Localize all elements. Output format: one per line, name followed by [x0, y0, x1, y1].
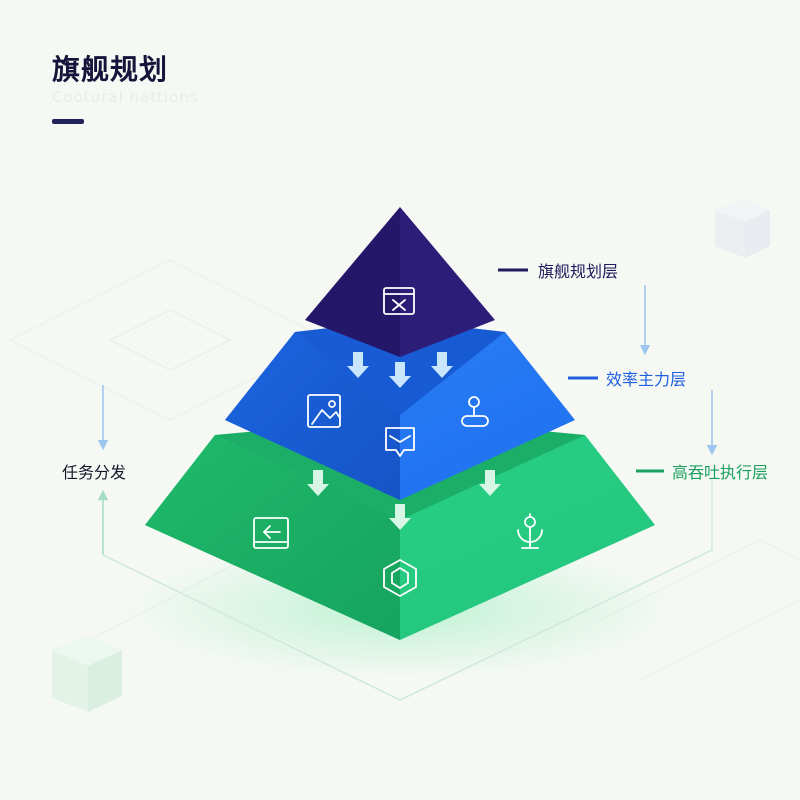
arrow-down-6 — [479, 470, 501, 496]
decor-cube-bottom-left — [52, 635, 122, 712]
hexagon-shield-icon — [383, 559, 417, 597]
page-title: 旗舰规划 — [52, 53, 169, 86]
arrow-down-1 — [347, 352, 369, 378]
arrow-down-3 — [431, 352, 453, 378]
task-distribution-label: 任务分发 — [62, 463, 127, 482]
arrow-down-5 — [389, 504, 411, 530]
arrow-down-4 — [307, 470, 329, 496]
layer-label-flagship: 旗舰规划层 — [538, 262, 619, 281]
message-icon — [385, 427, 415, 457]
image-icon — [307, 394, 341, 428]
joystick-icon — [461, 396, 489, 427]
page-subtitle: Cootural hattions — [52, 88, 199, 106]
title-underline — [52, 119, 84, 124]
arrow-down-2 — [389, 362, 411, 388]
layer-label-efficiency: 效率主力层 — [606, 370, 687, 389]
tier-top — [305, 207, 495, 357]
terminal-window-icon — [383, 287, 415, 315]
layer-label-throughput: 高吞吐执行层 — [672, 463, 769, 482]
loop-base-line — [102, 478, 713, 701]
distribution-loop — [97, 285, 718, 701]
layer-connectors — [498, 268, 664, 473]
browser-return-icon — [253, 517, 289, 549]
inner-arrows — [307, 352, 501, 530]
globe-pin-icon — [517, 513, 543, 549]
decor-cube-top-right — [715, 198, 770, 258]
